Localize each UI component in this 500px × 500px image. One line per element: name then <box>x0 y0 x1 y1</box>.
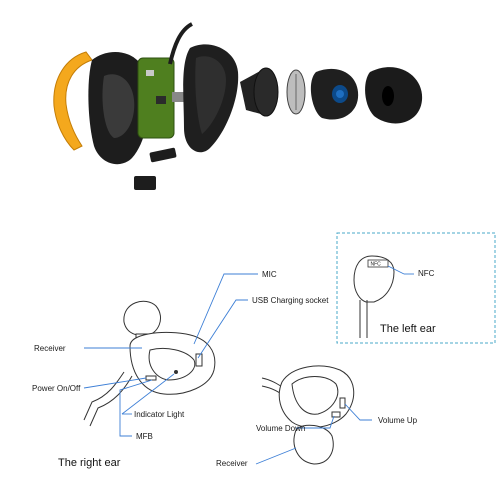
label-indicator: Indicator Light <box>134 410 185 419</box>
usb-socket <box>195 353 203 367</box>
power-button <box>145 375 157 381</box>
volume-down-button <box>331 411 341 418</box>
board-chip <box>146 70 154 76</box>
left-earphone-body <box>278 365 355 429</box>
right-ear-tip <box>123 300 161 337</box>
label-usb-socket: USB Charging socket <box>252 296 329 305</box>
inset-border <box>336 232 496 344</box>
nfc-badge <box>367 259 389 268</box>
earhook-part <box>53 51 93 151</box>
back-shell-inner <box>102 74 135 138</box>
label-receiver-left: Receiver <box>216 459 248 468</box>
nfc-badge-text: NFC <box>371 262 382 268</box>
exploded-view <box>53 22 423 190</box>
left-earphone-outline <box>353 255 395 303</box>
leader-line <box>296 415 335 429</box>
right-ear-diagram: MIC USB Charging socket Receiver Power O… <box>32 270 329 469</box>
board-chip <box>156 96 166 104</box>
label-receiver-right: Receiver <box>34 344 66 353</box>
front-shell-inner <box>195 56 226 134</box>
label-power: Power On/Off <box>32 384 81 393</box>
flex-cable-part <box>168 22 194 65</box>
leader-line <box>121 373 175 415</box>
indicator-light <box>174 370 178 374</box>
label-volume-down: Volume Down <box>256 424 305 433</box>
leader-line <box>193 273 258 345</box>
left-ear-diagram: Volume Down Volume Up Receiver <box>216 365 418 468</box>
leader-line <box>255 447 297 465</box>
caption-right-ear: The right ear <box>58 457 121 469</box>
driver-rim <box>253 67 279 117</box>
leader-line <box>344 403 372 421</box>
label-mic: MIC <box>262 270 277 279</box>
left-ear-tip <box>293 424 334 465</box>
button-part <box>149 147 177 163</box>
label-mfb: MFB <box>136 432 153 441</box>
usb-connector-part <box>172 92 186 102</box>
leader-line <box>119 379 153 437</box>
label-volume-up: Volume Up <box>378 416 418 425</box>
leader-line <box>197 299 248 359</box>
leader-line <box>83 377 147 389</box>
volume-up-button <box>339 397 346 409</box>
leader-line <box>387 265 405 275</box>
caption-left-ear: The left ear <box>380 323 436 335</box>
button-part <box>134 176 156 190</box>
label-nfc: NFC <box>418 269 435 278</box>
left-ear-inset: NFC NFC The left ear <box>336 232 496 344</box>
right-cable <box>83 371 125 421</box>
